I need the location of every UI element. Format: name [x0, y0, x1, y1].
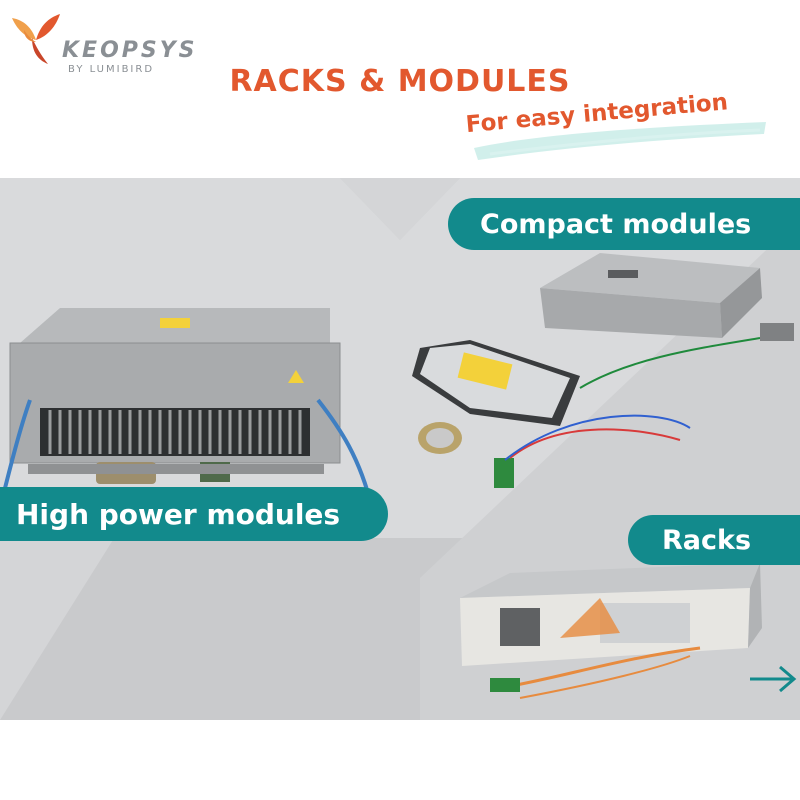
rack-image	[460, 563, 762, 699]
page-title: RACKS & MODULES	[229, 64, 571, 99]
high-power-module-image	[0, 308, 374, 509]
brush-stroke	[474, 122, 766, 160]
high-power-modules-label: High power modules	[0, 487, 388, 541]
racks-label: Racks	[628, 515, 800, 565]
brand-logo: KEOPSYS BY LUMIBIRD	[6, 8, 206, 78]
bird-logo-icon	[12, 14, 60, 64]
compact-modules-image	[412, 253, 794, 488]
brand-tagline: BY LUMIBIRD	[68, 64, 155, 75]
compact-modules-label: Compact modules	[448, 198, 800, 250]
product-panel	[0, 178, 800, 720]
brand-name: KEOPSYS	[62, 38, 198, 63]
arrow-right-icon[interactable]	[748, 664, 798, 694]
